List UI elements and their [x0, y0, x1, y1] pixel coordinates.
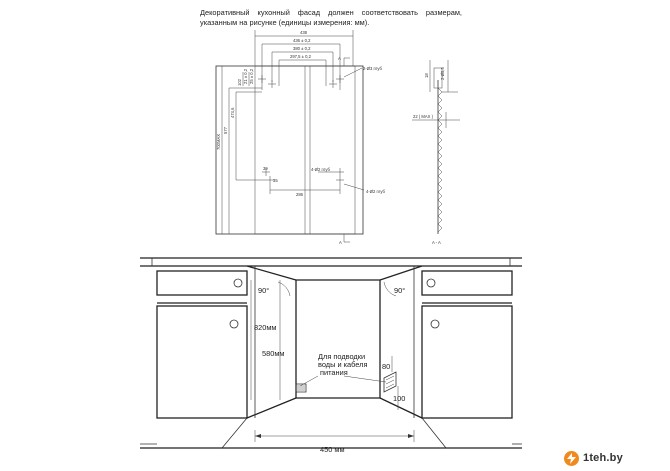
depth-label: 580мм — [262, 349, 285, 358]
watermark-badge: 1teh.by — [560, 449, 668, 467]
dim-21: 21 ± 0,2 — [243, 68, 248, 84]
height-label: 820мм — [254, 323, 277, 332]
intro-text: Декоративный кухонный фасад должен соотв… — [200, 8, 462, 27]
hole-note-mid: 4-Ø2 глуб — [311, 167, 330, 172]
watermark-text: 1teh.by — [583, 452, 623, 464]
dim-438: 438 — [300, 30, 308, 35]
dim-286: 286 — [296, 192, 304, 197]
upper-holes — [258, 67, 363, 88]
width-label: 450 мм — [320, 445, 345, 454]
section-caption: A - A — [432, 240, 441, 245]
hole-note-low: 4-Ø2 глуб — [366, 189, 385, 194]
lower-holes — [236, 168, 365, 194]
dim-100-label: 100 — [393, 394, 405, 403]
dim-474: 474,6 — [230, 107, 235, 118]
note-line-1: Для подводки — [318, 352, 365, 361]
bolt-icon — [564, 450, 579, 466]
dim-380: 380 ± 0,2 — [293, 46, 311, 51]
section-mark-a-bottom: A — [339, 240, 342, 245]
dim-700max: 700MAX — [216, 134, 221, 150]
profile-max-label: 22 ( MAX ) — [413, 114, 434, 119]
dim-577: 577 — [223, 126, 228, 134]
dim-102: 102 — [237, 78, 242, 86]
section-profile — [412, 60, 460, 234]
profile-dim-18: 18 — [424, 73, 429, 78]
dim-80-label: 80 — [382, 362, 390, 371]
dim-39: 39 — [263, 166, 268, 171]
dim-297: 297,5 ± 0,2 — [290, 54, 312, 59]
section-mark-a-top: A — [338, 56, 341, 61]
angle-left-label: 90° — [258, 286, 269, 295]
hole-note-top: 2-Ø3 глуб — [363, 66, 382, 71]
kitchen-niche — [140, 257, 522, 449]
note-line-3: питания — [320, 368, 348, 377]
angle-right-label: 90° — [394, 286, 405, 295]
dim-436: 436 ± 0,2 — [293, 38, 311, 43]
note-line-2: воды и кабеля — [318, 360, 368, 369]
dim-25: 25 ± 0,2 — [249, 68, 254, 84]
profile-dim-holes: 2-Ø5,5 — [440, 67, 445, 80]
panel-front-view: 438 436 ± 0,2 380 ± 0,2 297,5 ± 0,2 700M… — [215, 30, 385, 245]
dim-35: 35 — [273, 178, 278, 183]
